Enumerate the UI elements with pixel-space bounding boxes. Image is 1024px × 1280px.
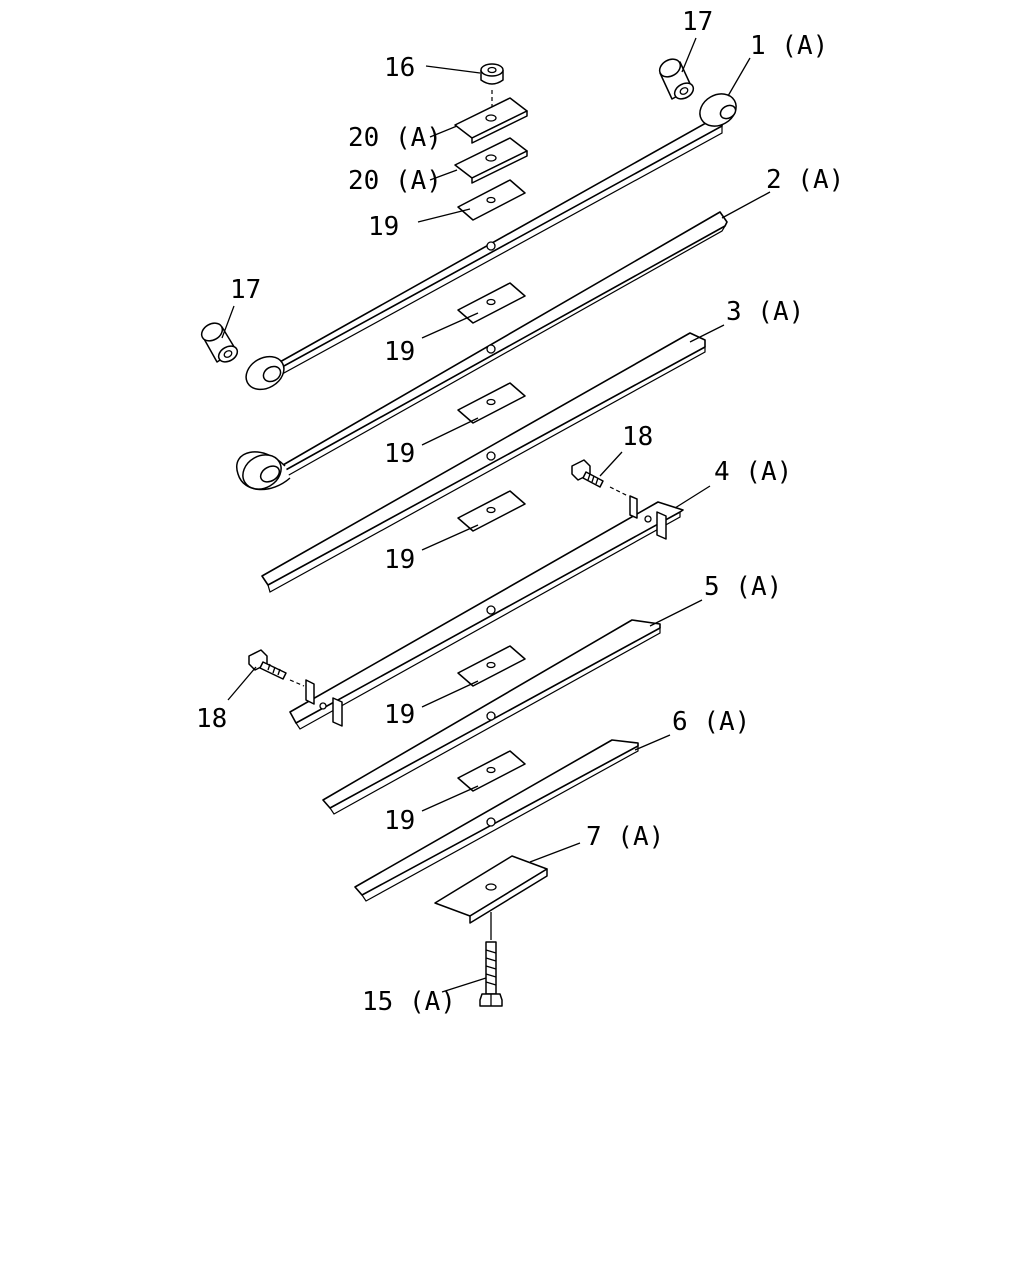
callout-17-front: 17: [230, 275, 261, 305]
leaf-4-center-hole: [486, 605, 496, 615]
liner-19-3: [457, 382, 526, 424]
liner-19-2: [457, 282, 526, 324]
leaf-3: [261, 332, 706, 593]
plate-20-lower: [454, 137, 528, 184]
leaf-6-center-hole: [486, 817, 496, 827]
callout-19-2: 19: [384, 337, 415, 367]
leaf-1-main: [245, 93, 737, 391]
liner-19-6: [457, 750, 526, 792]
leaf-1-front-eye: [245, 355, 285, 391]
rebound-clip-rear: [629, 495, 667, 540]
callout-20a-lower: 20 (A): [348, 166, 442, 196]
clip-bolt-18-rear-axis: [609, 486, 629, 497]
callout-4a: 4 (A): [714, 457, 792, 487]
plate-20-upper: [454, 97, 528, 144]
callout-18-front: 18: [196, 704, 227, 734]
callout-19-6: 19: [384, 806, 415, 836]
liner-19-5: [457, 645, 526, 687]
callout-19-5: 19: [384, 700, 415, 730]
callout-5a: 5 (A): [704, 572, 782, 602]
callout-labels: 17 1 (A) 16 20 (A) 20 (A) 19 2 (A) 17 19…: [196, 7, 844, 1017]
callout-3a: 3 (A): [726, 297, 804, 327]
callout-15a: 15 (A): [362, 987, 456, 1017]
leaf-2-front-eye: [236, 451, 291, 491]
callout-19-3: 19: [384, 439, 415, 469]
leaf-4: [289, 495, 684, 730]
callout-6a: 6 (A): [672, 707, 750, 737]
bushing-17-front: [200, 322, 239, 363]
callout-2a: 2 (A): [766, 165, 844, 195]
leaf-5-center-hole: [486, 711, 496, 721]
clip-bolt-18-front-axis: [289, 679, 305, 687]
callout-19-top: 19: [368, 212, 399, 242]
leaf-3-center-hole: [486, 451, 496, 461]
liner-19-4: [457, 490, 526, 532]
callout-19-4: 19: [384, 545, 415, 575]
callout-7a: 7 (A): [586, 822, 664, 852]
callout-1a: 1 (A): [750, 31, 828, 61]
liner-19-top: [457, 179, 526, 221]
spacer-7: [434, 855, 548, 924]
bushing-17-rear: [658, 58, 695, 100]
center-bolt-15: [479, 941, 503, 1007]
leaf-2: [236, 211, 728, 491]
leader-lines: [221, 37, 771, 993]
leaf-2-center-hole: [486, 344, 496, 354]
leaf-1-rear-eye: [699, 93, 737, 127]
clip-bolt-18-rear: [571, 459, 604, 488]
callout-16: 16: [384, 53, 415, 83]
nut-16: [480, 63, 504, 85]
leaf-6: [354, 739, 639, 902]
clip-bolt-18-front: [248, 649, 287, 680]
callout-18-rear: 18: [622, 422, 653, 452]
leaf-5: [322, 619, 661, 815]
callout-17-rear: 17: [682, 7, 713, 37]
leaf-1-center-hole: [486, 241, 496, 251]
callout-20a-upper: 20 (A): [348, 123, 442, 153]
rebound-clip-front: [305, 679, 343, 727]
